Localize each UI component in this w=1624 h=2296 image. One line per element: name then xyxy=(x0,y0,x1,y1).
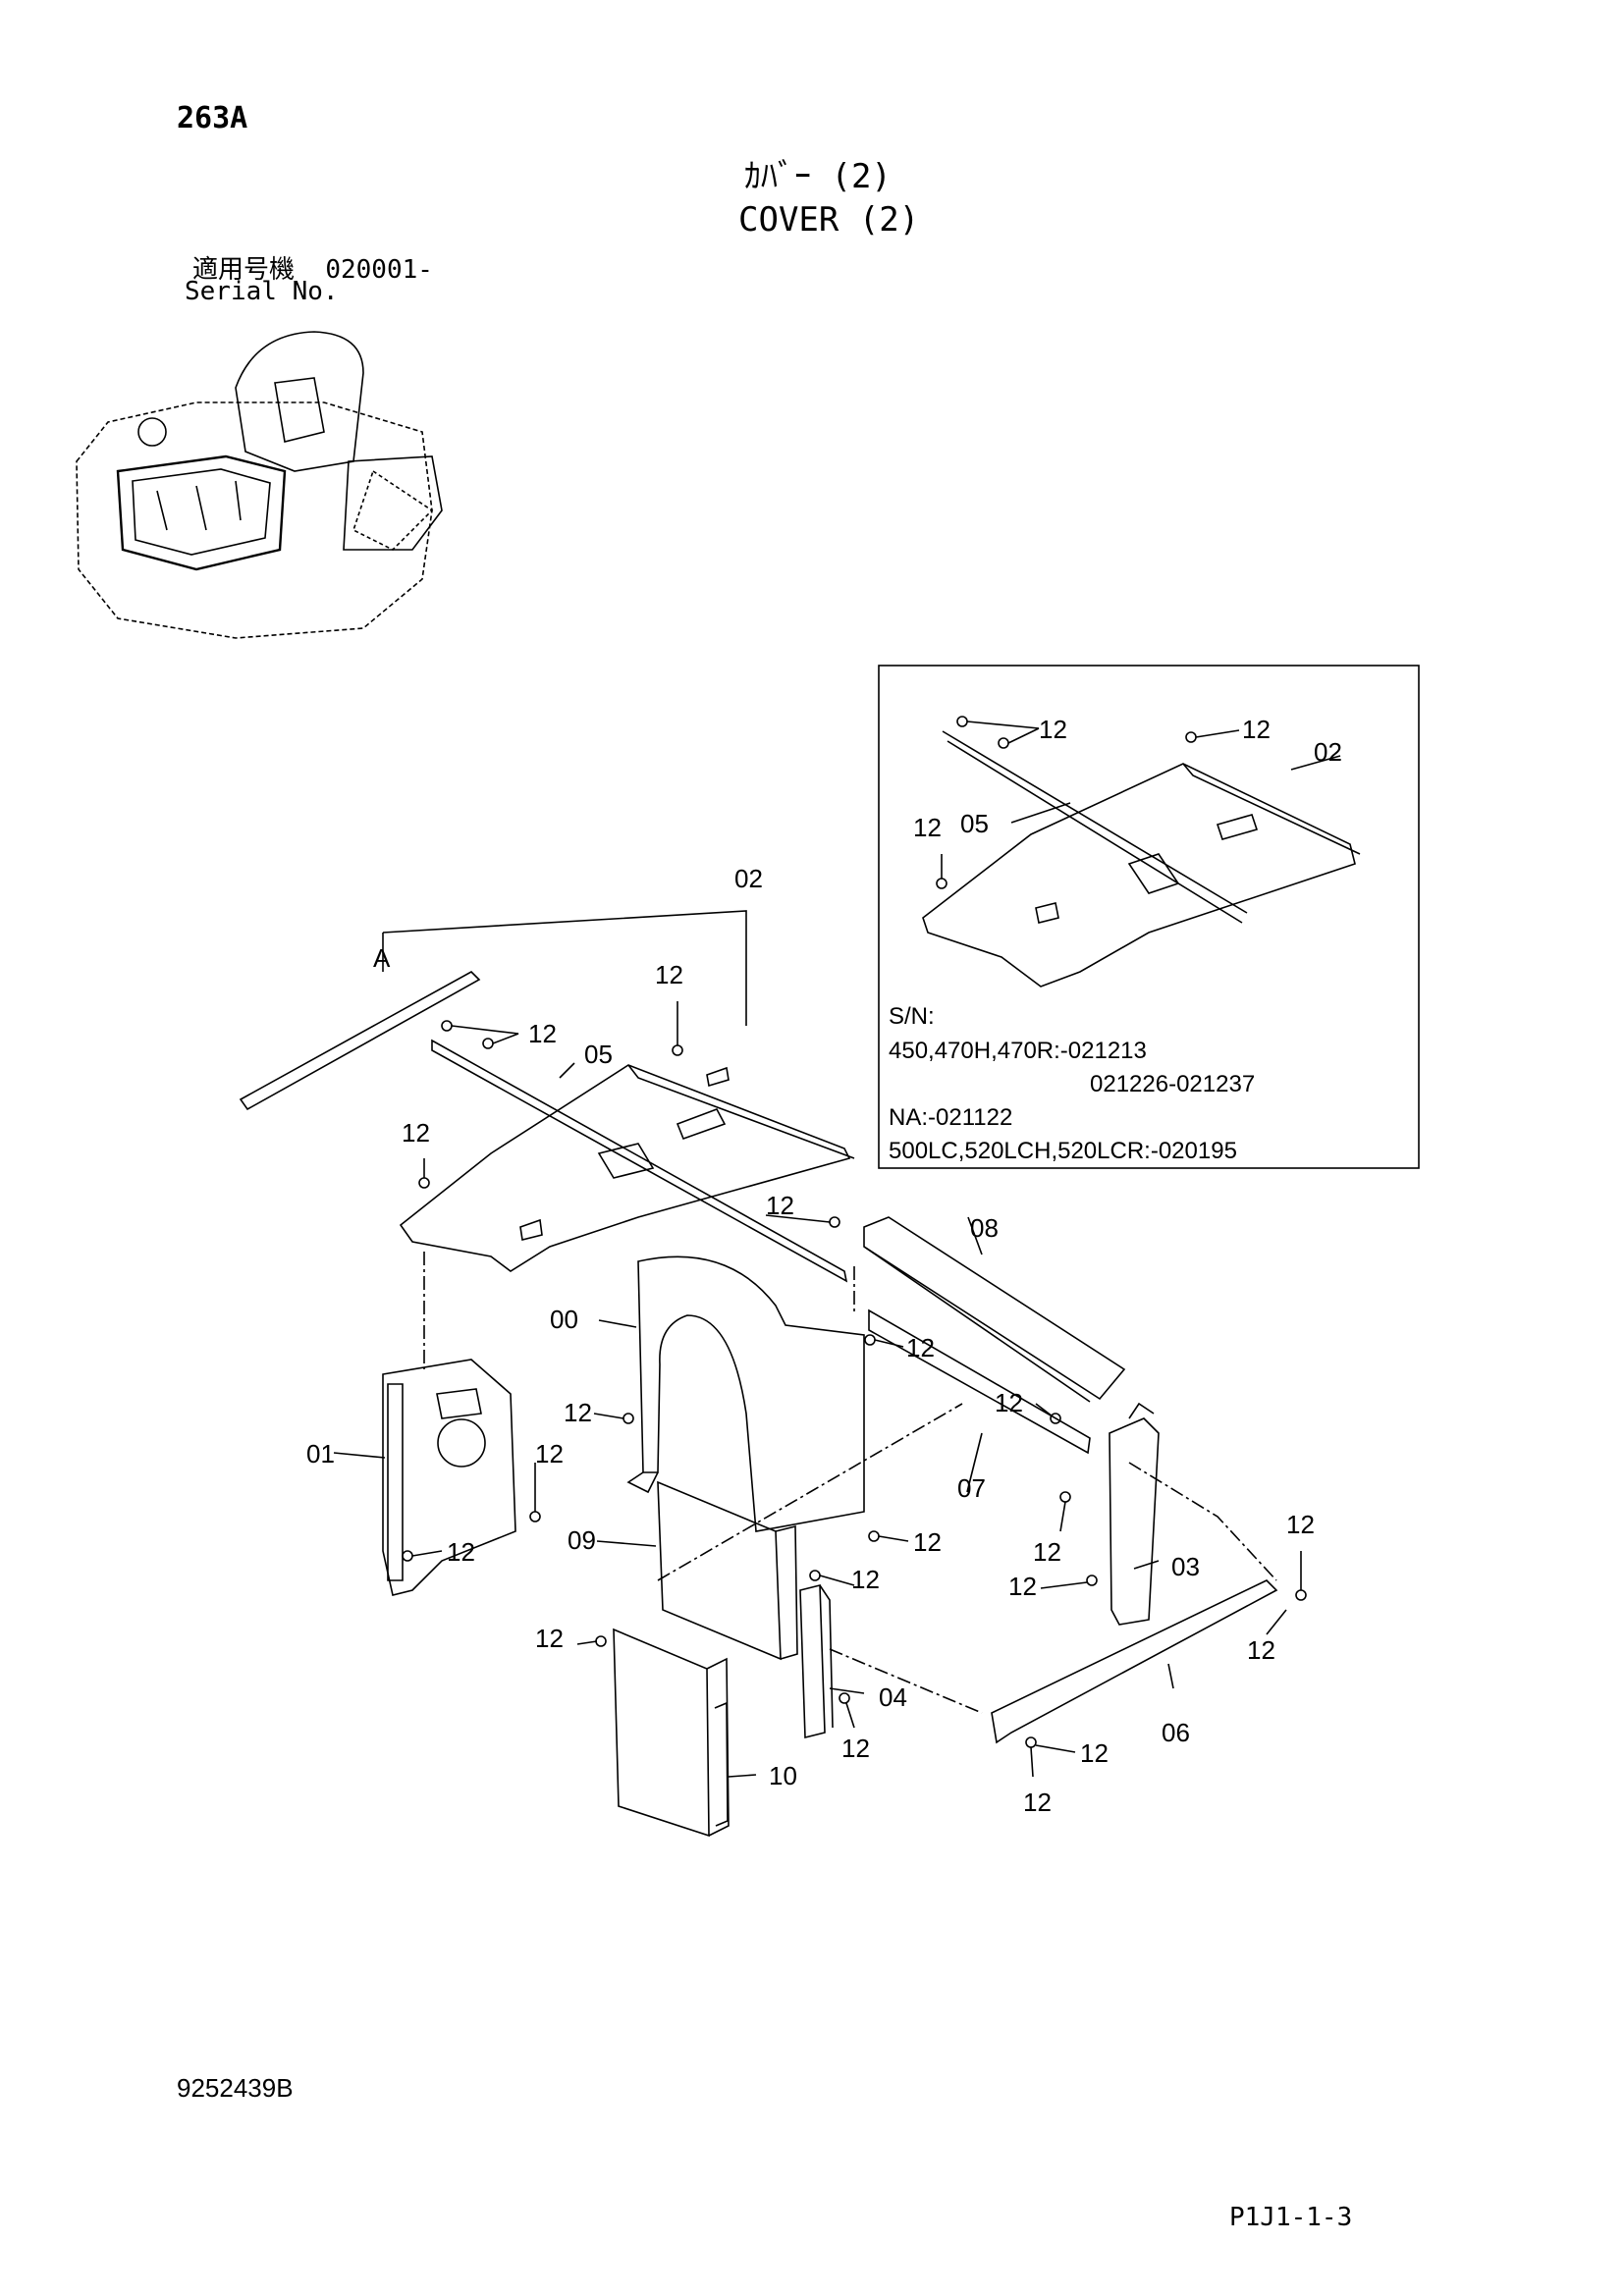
inset-panel xyxy=(878,665,1420,1169)
page-reference: P1J1-1-3 xyxy=(1229,2203,1353,2232)
callout-03: 03 xyxy=(1171,1552,1200,1581)
inset-callout-02: 02 xyxy=(1314,737,1342,767)
bolt-callout: 12 xyxy=(1033,1537,1061,1567)
serial-applicability: 適用号機 020001- xyxy=(192,249,433,286)
bolt-callout: 12 xyxy=(913,1527,942,1557)
callout-06: 06 xyxy=(1162,1718,1190,1747)
callout-05: 05 xyxy=(584,1040,613,1069)
bolt-callout: 12 xyxy=(1008,1572,1037,1601)
callout-09: 09 xyxy=(568,1525,596,1555)
callout-02: 02 xyxy=(734,864,763,893)
bolt-callout: 12 xyxy=(1080,1738,1109,1768)
callout-01: 01 xyxy=(306,1439,335,1468)
bolt-callout: 12 xyxy=(906,1333,935,1362)
callout-00: 00 xyxy=(550,1305,578,1334)
serial-label-ja: 適用号機 xyxy=(192,255,296,285)
title-japanese: ｶﾊﾞｰ (2) xyxy=(744,157,892,196)
bolt-callout: 12 xyxy=(1247,1635,1275,1665)
bolt-callout: 12 xyxy=(402,1118,430,1148)
title-english: COVER (2) xyxy=(738,200,920,240)
bolt-callout: 12 xyxy=(995,1388,1023,1417)
inset-sn-line4: 500LC,520LCH,520LCR:-020195 xyxy=(889,1138,1237,1164)
bolt-callout: 12 xyxy=(1286,1510,1315,1539)
bolt-callout: 12 xyxy=(655,960,683,989)
bolt-callout: 12 xyxy=(564,1398,592,1427)
serial-range: 020001- xyxy=(325,255,433,285)
inset-sn-label: S/N: xyxy=(889,1003,935,1030)
inset-sn-line1: 450,470H,470R:-021213 xyxy=(889,1038,1147,1064)
machine-overview-thumbnail xyxy=(76,331,443,639)
bolt-callout: 12 xyxy=(766,1191,794,1220)
callout-07: 07 xyxy=(957,1473,986,1503)
view-label-a: A xyxy=(373,943,391,973)
inset-callout-12-b: 12 xyxy=(1242,715,1271,744)
bolt-callout: 12 xyxy=(447,1537,475,1567)
bolt-callout: 12 xyxy=(1023,1788,1052,1817)
bolt-callout: 12 xyxy=(535,1439,564,1468)
inset-sn-line2: 021226-021237 xyxy=(1090,1071,1255,1097)
inset-callout-12-a: 12 xyxy=(1039,715,1067,744)
bolt-callout: 12 xyxy=(851,1565,880,1594)
page-code: 263A xyxy=(177,101,248,135)
callout-08: 08 xyxy=(970,1213,999,1243)
inset-callout-12-c: 12 xyxy=(913,813,942,842)
document-number: 9252439B xyxy=(177,2073,294,2103)
callout-04: 04 xyxy=(879,1682,907,1712)
inset-sn-line3: NA:-021122 xyxy=(889,1104,1012,1131)
bolt-callout: 12 xyxy=(528,1019,557,1048)
inset-callout-05: 05 xyxy=(960,809,989,838)
main-exploded-view xyxy=(239,910,1307,1838)
bolt-callouts: 12 12 12 12 12 12 12 12 12 12 12 12 12 1… xyxy=(402,960,1315,1817)
serial-label-en: Serial No. xyxy=(185,277,339,306)
bolt-callout: 12 xyxy=(841,1734,870,1763)
bolt-callout: 12 xyxy=(535,1624,564,1653)
callout-10: 10 xyxy=(769,1761,797,1790)
